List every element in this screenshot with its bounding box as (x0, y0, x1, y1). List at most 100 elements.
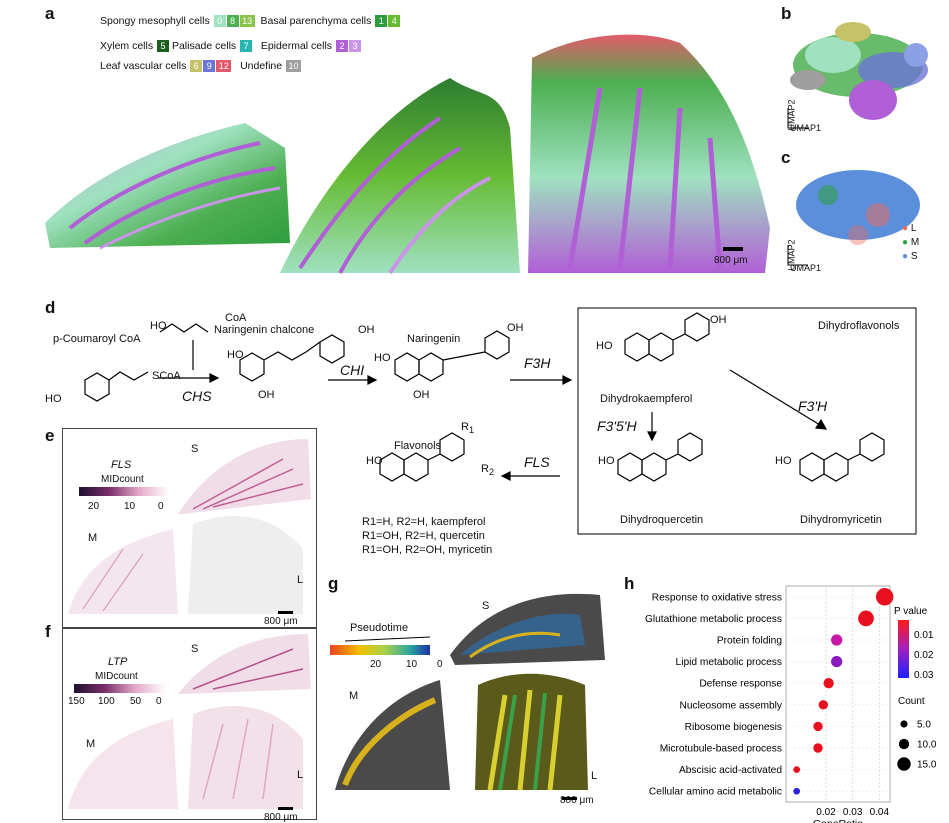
x-tick-label: 0.02 (816, 807, 836, 818)
enzyme-fls: FLS (524, 454, 550, 470)
enzyme-f3ph: F3'H (798, 398, 828, 414)
legend-swatch: 4 (388, 15, 401, 28)
panel-e-tick-0: 0 (158, 501, 164, 512)
legend-m: M (910, 237, 920, 248)
count-legend-dot (898, 738, 910, 750)
atom-ho-dhk: HO (596, 340, 613, 352)
legend-swatch: 9 (203, 60, 216, 73)
umap-c-legend: ● L ● M ● S (902, 223, 920, 262)
panel-g-image (330, 593, 605, 800)
panel-e-label-l: L (297, 574, 304, 586)
dot-7 (813, 743, 823, 753)
scalebar-a-label: 800 μm (714, 255, 748, 266)
panel-label-f: f (45, 622, 51, 641)
dot-1 (858, 610, 874, 627)
umap-c (787, 170, 920, 266)
legend-xylem-label: Xylem cells (100, 40, 154, 52)
atom-oh-chalcone: OH (258, 389, 275, 401)
r1-label: R (461, 421, 469, 433)
legend-swatch: 0 (213, 15, 226, 28)
compound-dhk: Dihydrokaempferol (600, 393, 693, 405)
legend-swatch: 1 (375, 15, 388, 28)
umap-b (787, 22, 928, 129)
panel-f-tick-150: 150 (68, 696, 85, 707)
atom-ho-nar: HO (374, 352, 391, 364)
category-label: Response to oxidative stress (652, 592, 782, 603)
panel-f-tick-50: 50 (130, 696, 142, 707)
panel-label-a: a (45, 4, 55, 23)
count-tick: 5.0 (917, 720, 931, 731)
legend-basal-label: Basal parenchyma cells (260, 15, 372, 27)
atom-oh-dhk: OH (710, 314, 727, 326)
legend-swatch: 5 (157, 40, 170, 53)
legend-swatch: 2 (335, 40, 348, 53)
rgroup-list: R1=H, R2=H, kaempferol R1=OH, R2=H, quer… (362, 515, 492, 557)
legend-swatch: 6 (190, 60, 203, 73)
panel-f-tick-0: 0 (156, 696, 162, 707)
atom-r1: R1 (461, 421, 474, 435)
compound-flavonols: Flavonols (394, 440, 442, 452)
atom-oh-nar-2: OH (507, 322, 524, 334)
dot-9 (793, 787, 801, 795)
dot-8 (793, 766, 801, 773)
legend-swatch: 12 (216, 60, 232, 73)
panel-g-tick-10: 10 (406, 659, 418, 670)
rgroup-quercetin: R1=OH, R2=H, quercetin (362, 530, 485, 542)
panel-g-title: Pseudotime (350, 622, 409, 634)
panel-f-label-m: M (86, 738, 96, 750)
category-label: Glutathione metabolic process (645, 614, 782, 625)
panel-g-scalebar: 800 μm (560, 795, 594, 806)
umap-b-xlabel: UMAP1 (790, 123, 822, 133)
legend-epidermal-label: Epidermal cells (260, 40, 333, 52)
compound-dhq: Dihydroquercetin (620, 514, 704, 526)
enzyme-f3h: F3H (524, 355, 551, 371)
panel-f-frame (62, 628, 317, 820)
panel-e-tick-10: 10 (124, 501, 136, 512)
panel-f-image (68, 634, 311, 810)
x-axis-label: GeneRatio (813, 818, 863, 823)
atom-ho-chalcone: HO (227, 349, 244, 361)
dot-4 (823, 678, 834, 689)
panel-label-b: b (781, 4, 792, 23)
panel-e-frame (62, 428, 317, 628)
dot-2 (831, 634, 843, 646)
umap-b-ylabel: UMAP2 (786, 99, 797, 131)
count-legend-title: Count (898, 696, 925, 707)
panel-f-unit: MIDcount (95, 671, 138, 682)
compound-coumaroyl: p-Coumaroyl CoA (53, 333, 141, 345)
panel-e-gene: FLS (111, 459, 132, 471)
pvalue-legend-title: P value (894, 606, 928, 617)
panel-e-colorbar (79, 487, 169, 496)
atom-ho-flav: HO (366, 455, 383, 467)
r2-label: R (481, 463, 489, 475)
legend-spongy-label: Spongy mesophyll cells (100, 15, 210, 27)
atom-r2: R2 (481, 463, 494, 477)
count-tick: 15.0 (917, 760, 937, 771)
rgroup-kaempferol: R1=H, R2=H, kaempferol (362, 516, 486, 528)
pvalue-tick: 0.02 (914, 650, 934, 661)
compound-naringenin: Naringenin (407, 333, 461, 345)
count-legend-dot (900, 720, 908, 728)
panel-g-tick-20: 20 (370, 659, 382, 670)
x-tick-label: 0.04 (870, 807, 890, 818)
legend-l: L (910, 223, 917, 234)
panel-e-tick-20: 20 (88, 501, 100, 512)
atom-ho-dhm: HO (775, 455, 792, 467)
rgroup-myricetin: R1=OH, R2=OH, myricetin (362, 544, 493, 556)
tissue-image-a (45, 34, 770, 275)
dot-0 (875, 588, 894, 606)
panel-f-scalebar: 800 μm (264, 812, 298, 823)
compound-dihydroflavonols: Dihydroflavonols (818, 320, 900, 332)
panel-e-label-s: S (191, 443, 199, 455)
legend-palisade-label: Palisade cells (171, 40, 237, 52)
category-label: Abscisic acid-activated (679, 765, 782, 776)
compound-chalcone: Naringenin chalcone (214, 324, 315, 336)
legend-swatch: 13 (239, 15, 255, 28)
umap-c-ylabel: UMAP2 (786, 239, 797, 271)
pvalue-colorbar (898, 620, 909, 678)
enzyme-chs: CHS (182, 388, 212, 404)
panel-g-label-l: L (591, 770, 598, 782)
category-label: Microtubule-based process (660, 744, 782, 755)
category-label: Nucleosome assembly (680, 700, 783, 711)
